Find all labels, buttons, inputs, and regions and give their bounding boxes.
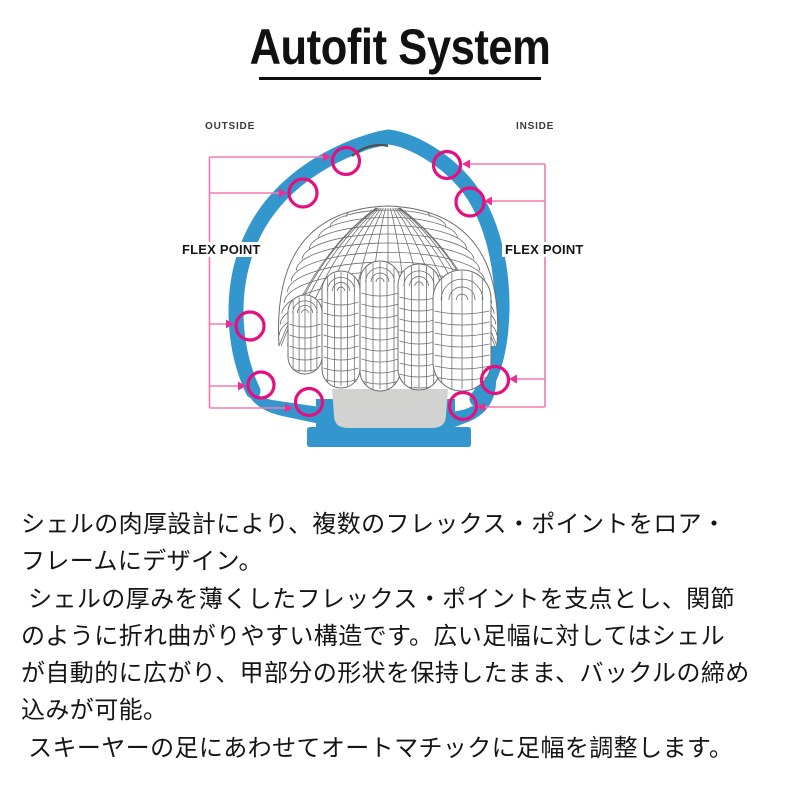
description-line: スキーヤーの足にあわせてオートマチックに足幅を調整します。 [21,734,734,762]
autofit-diagram: OUTSIDE INSIDE FLEX POINT FLEX POINT [179,121,587,447]
inside-label: INSIDE [516,121,555,132]
description-text: シェルの肉厚設計により、複数のフレックス・ポイントをロア・フレームにデザイン。 … [21,506,791,767]
flex-point-label-left: FLEX POINT [179,242,264,257]
description-line: が自動的に広がり、甲部分の形状を保持したまま、バックルの締め [21,660,750,688]
description-line: シェルの厚みを薄くしたフレックス・ポイントを支点とし、関節 [21,585,735,613]
description-line: のように折れ曲がりやすい構造です。広い足幅に対してはシェル [21,622,725,650]
description-line: シェルの肉厚設計により、複数のフレックス・ポイントをロア・ [21,511,727,538]
description-line: フレームにデザイン。 [21,548,263,576]
outside-label: OUTSIDE [205,121,256,132]
flex-point-label-right: FLEX POINT [502,242,587,257]
title-underline [259,77,541,80]
page-title: Autofit System [249,19,551,75]
description-line: 込みが可能。 [21,697,168,725]
